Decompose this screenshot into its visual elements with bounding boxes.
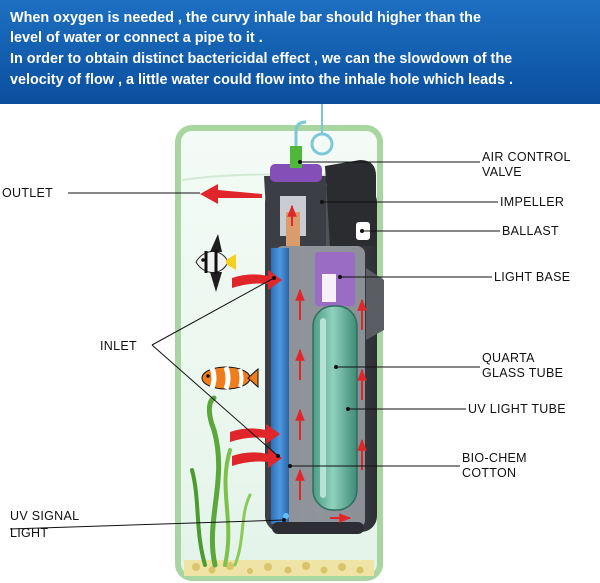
leader-inlet-lower: [151, 344, 279, 457]
banner-text-line-1: When oxygen is needed , the curvy inhale…: [10, 10, 481, 26]
banner-text-line-3: In order to obtain distinct bactericidal…: [10, 51, 513, 67]
banner-text-line-2: level of water or connect a pipe to it .: [10, 30, 263, 46]
filter-bottom: [272, 522, 364, 534]
inlet-arrow-upper: [232, 270, 282, 290]
label-bio-chem-line1: BIO-CHEM: [462, 451, 527, 465]
banner-text-line-4: velocity of flow , a little water could …: [10, 72, 513, 88]
leader-lines: [9, 161, 500, 530]
mount-clip: [366, 268, 384, 340]
impeller-cap: [270, 164, 322, 182]
label-quarta-line1: QUARTA: [482, 351, 535, 365]
clownfish: [201, 366, 259, 390]
external-flow-arrows: [200, 184, 282, 468]
label-light-base: LIGHT BASE: [494, 270, 570, 284]
leader-inlet-upper: [151, 277, 275, 346]
internal-flow-arrows: [287, 204, 367, 523]
label-inlet: INLET: [100, 339, 137, 353]
impeller-rotor: [286, 212, 300, 246]
air-control-valve: [290, 146, 302, 168]
label-bio-chem-line2: COTTON: [462, 466, 516, 480]
inlet-arrow-middle: [230, 424, 280, 444]
label-uv-signal-line2: LIGHT: [10, 526, 48, 540]
label-ballast: BALLAST: [502, 224, 559, 238]
label-quarta-line2: GLASS TUBE: [482, 366, 563, 380]
label-air-control-line1: AIR CONTROL: [482, 150, 571, 164]
label-uv-light-tube: UV LIGHT TUBE: [468, 402, 566, 416]
inlet-arrow-lower: [232, 448, 282, 468]
info-banner: When oxygen is needed , the curvy inhale…: [0, 0, 600, 104]
angelfish: [195, 234, 236, 292]
uv-signal-light: [283, 513, 289, 519]
air-pipe: [294, 120, 307, 146]
light-base-socket: [322, 274, 336, 302]
leader-dots: [272, 160, 364, 522]
label-uv-signal-line1: UV SIGNAL: [10, 509, 79, 523]
tube-highlight: [320, 318, 326, 498]
gravel-stones: [192, 562, 364, 574]
aquatic-plant: [190, 395, 252, 568]
uv-filter-unit: [264, 104, 384, 534]
outlet-arrow: [200, 184, 262, 204]
label-air-control-line2: VALVE: [482, 165, 522, 179]
blue-sponge: [271, 248, 289, 524]
leader-uv-signal: [9, 519, 285, 530]
uv-light-tube: [312, 305, 358, 511]
label-impeller: IMPELLER: [500, 195, 564, 209]
label-outlet: OUTLET: [2, 186, 53, 200]
